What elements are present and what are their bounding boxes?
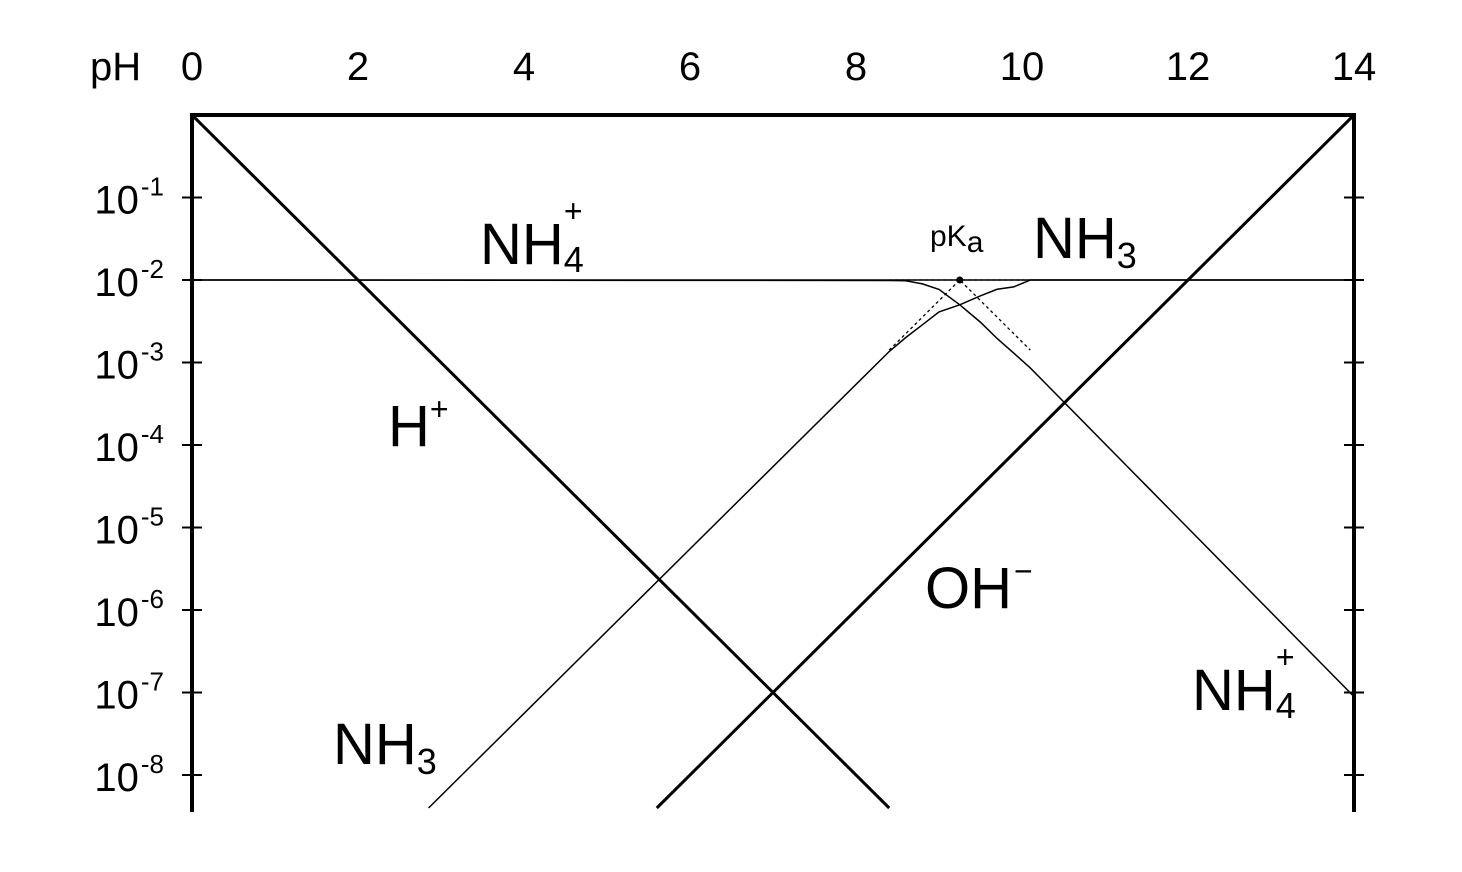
x-tick-label: 0 <box>181 45 203 89</box>
x-tick-label: 10 <box>1000 45 1045 89</box>
series-line-nh4 <box>191 279 1355 698</box>
label-nh4-bottom: NH4+ <box>1192 639 1296 726</box>
label-h-plus: H+ <box>388 391 449 459</box>
x-tick-label: 6 <box>679 45 701 89</box>
label-nh3-bottom: NH3 <box>333 712 437 782</box>
x-tick-label: 4 <box>513 45 535 89</box>
y-tick-label: 10-1 <box>94 172 164 223</box>
y-tick-label: 10-5 <box>94 502 164 553</box>
y-tick-label: 10-4 <box>94 419 164 470</box>
series-line-nh3 <box>428 279 1354 809</box>
y-tick-label: 10-8 <box>94 749 164 800</box>
y-tick-label: 10-2 <box>94 254 164 305</box>
y-tick-label: 10-3 <box>94 337 164 388</box>
y-tick-label: 10-7 <box>94 667 164 718</box>
pka-point <box>956 276 964 284</box>
series-line-nh3-asym <box>888 279 1031 351</box>
series-line-nh4-asym <box>889 279 1031 351</box>
label-nh3-top: NH3 <box>1033 206 1137 276</box>
series-line-oh <box>655 113 1356 810</box>
series-layer <box>190 113 1356 810</box>
axis-ticks <box>182 196 1364 776</box>
x-axis-label: pH <box>90 45 141 89</box>
x-tick-label: 14 <box>1332 45 1377 89</box>
y-tick-labels: 10-1 10-2 10-3 10-4 10-5 10-6 10-7 10-8 <box>94 172 164 801</box>
label-oh-minus: OH− <box>925 553 1033 621</box>
label-pka: pKa <box>930 220 984 259</box>
x-tick-label: 12 <box>1166 45 1211 89</box>
x-tick-label: 2 <box>347 45 369 89</box>
label-nh4-top: NH4+ <box>480 193 584 280</box>
y-tick-label: 10-6 <box>94 584 164 635</box>
x-tick-labels: 0 2 4 6 8 10 12 14 <box>181 45 1376 89</box>
x-tick-label: 8 <box>845 45 867 89</box>
